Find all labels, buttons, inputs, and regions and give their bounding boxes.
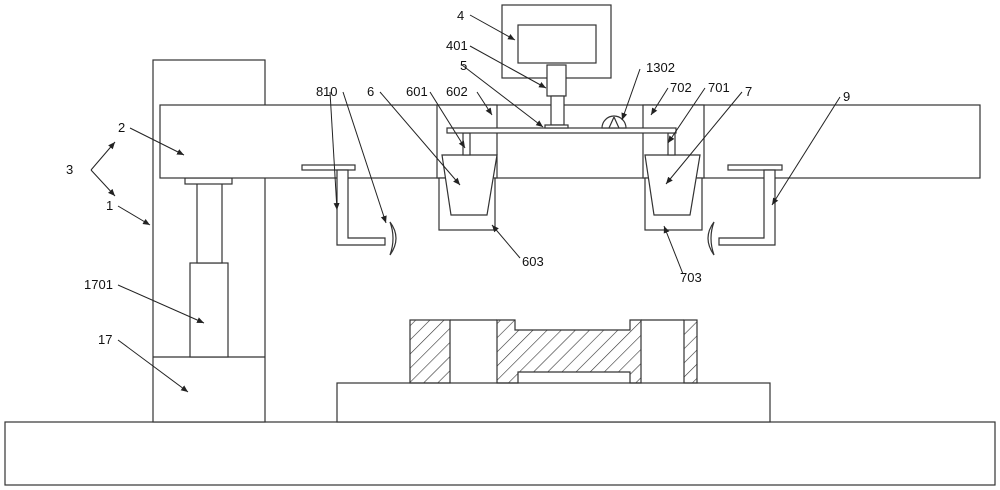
label-1701: 1701: [84, 277, 113, 292]
connecting-plate: [447, 128, 676, 133]
beam: [160, 105, 980, 178]
label-702: 702: [670, 80, 692, 95]
mold-left: [410, 320, 450, 383]
right-clamp-plate: [728, 165, 782, 170]
cylinder-rod: [197, 183, 222, 263]
shaft-rod: [551, 96, 564, 125]
label-601: 601: [406, 84, 428, 99]
label-703: 703: [680, 270, 702, 285]
label-603: 603: [522, 254, 544, 269]
label-3: 3: [66, 162, 73, 177]
label-1: 1: [106, 198, 113, 213]
right-clamp-jaw: [708, 222, 714, 255]
label-9: 9: [843, 89, 850, 104]
label-1302: 1302: [646, 60, 675, 75]
label-701: 701: [708, 80, 730, 95]
right-clamp-arm: [719, 170, 775, 245]
cylinder-cap: [185, 178, 232, 184]
label-6: 6: [367, 84, 374, 99]
left-clamp-jaw: [390, 222, 396, 255]
label-10: 10: [323, 84, 337, 99]
left-clamp-arm: [337, 170, 385, 245]
worktable: [337, 383, 770, 422]
shaft-foot: [545, 125, 568, 128]
label-401: 401: [446, 38, 468, 53]
mold-right: [684, 320, 697, 383]
left-rod: [463, 133, 470, 155]
motor-shaft: [547, 65, 566, 96]
left-clamp-plate: [302, 165, 355, 170]
cylinder-body: [190, 263, 228, 357]
left-bucket: [442, 155, 497, 215]
label-17: 17: [98, 332, 112, 347]
label-7: 7: [745, 84, 752, 99]
label-2: 2: [118, 120, 125, 135]
right-rod: [668, 133, 675, 155]
mold-center: [497, 320, 641, 383]
label-602: 602: [446, 84, 468, 99]
label-5: 5: [460, 58, 467, 73]
label-4: 4: [457, 8, 464, 23]
base-plate: [5, 422, 995, 485]
right-bucket: [645, 155, 700, 215]
motor: [518, 25, 596, 63]
